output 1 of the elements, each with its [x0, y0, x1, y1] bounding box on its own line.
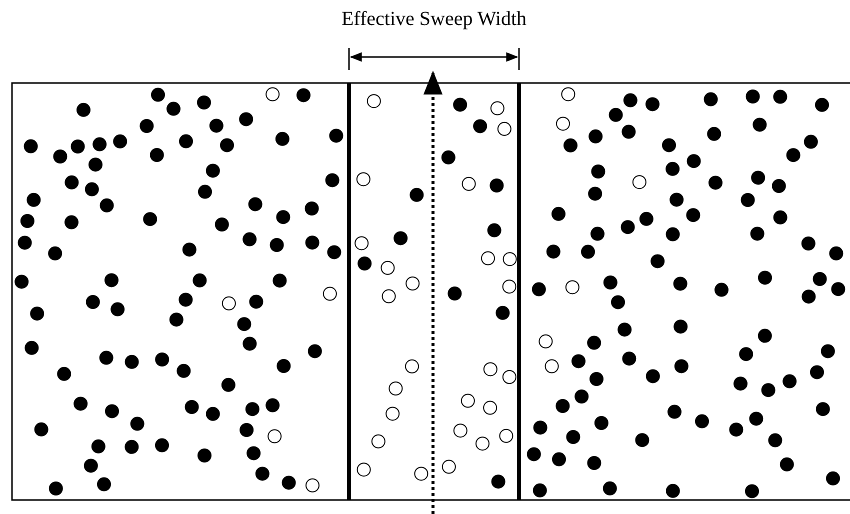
diagram-title: Effective Sweep Width: [341, 8, 527, 31]
